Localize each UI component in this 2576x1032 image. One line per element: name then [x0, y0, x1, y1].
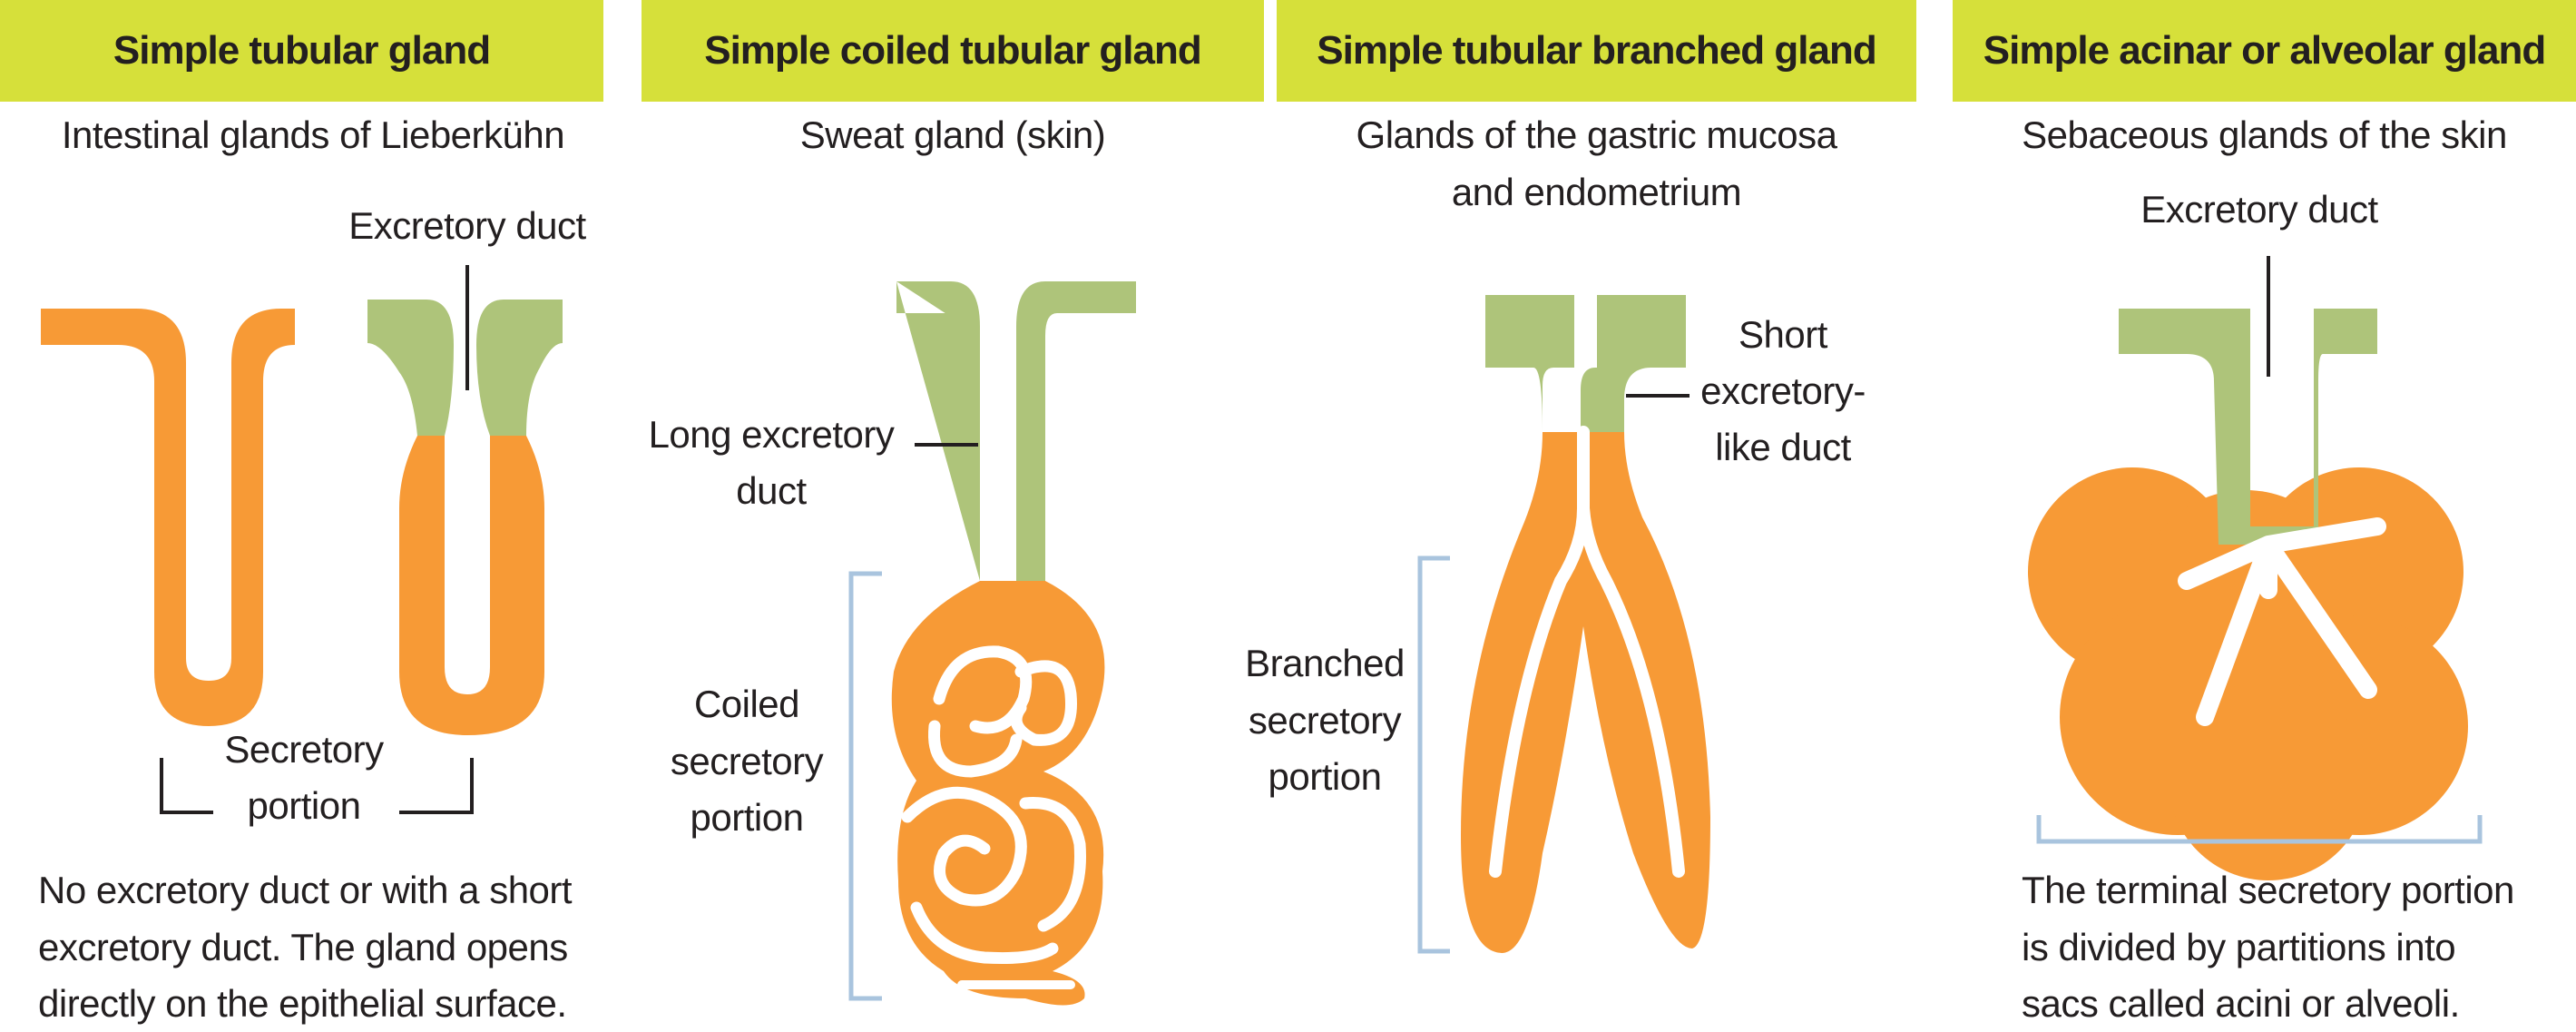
panel-1-title: Simple tubular gland: [0, 0, 603, 102]
branched-lumen: [1489, 426, 1685, 878]
panel-4-description-line-1: The terminal secretory portion: [2022, 869, 2514, 911]
secretory-label-line-1: Secretory: [224, 728, 384, 771]
branched-label-line-1: Branched: [1245, 642, 1405, 684]
panel-3-title: Simple tubular branched gland: [1277, 0, 1916, 102]
panel-1-description-line-2: excretory duct. The gland opens: [38, 926, 568, 968]
panel-2-example: Sweat gland (skin): [799, 113, 1106, 156]
tubular-gland-short-duct-excretory: [367, 300, 563, 436]
short-duct-label-line-2: excretory-: [1700, 369, 1866, 412]
branched-gland-duct: [1485, 295, 1686, 432]
panel-1-example: Intestinal glands of Lieberkühn: [61, 113, 565, 156]
panel-3-example-line-2: and endometrium: [1451, 171, 1742, 213]
panel-2-title: Simple coiled tubular gland: [642, 0, 1264, 102]
panel-1-description-line-3: directly on the epithelial surface.: [38, 982, 567, 1025]
secretory-bracket-1: [160, 758, 213, 814]
acinar-gland-secretory: [2028, 467, 2468, 880]
coiled-label-line-1: Coiled: [693, 683, 800, 725]
short-duct-label-line-1: Short: [1739, 313, 1827, 356]
panel-1-description-line-1: No excretory duct or with a short: [38, 869, 573, 911]
coiled-gland-duct: [896, 281, 1136, 581]
branched-bracket: [1417, 555, 1450, 954]
branched-label-line-3: portion: [1268, 755, 1382, 798]
secretory-bracket-2: [399, 758, 474, 814]
panel-3-example-line-1: Glands of the gastric mucosa: [1356, 113, 1837, 156]
acinar-gland-duct: [2119, 309, 2377, 545]
acinar-partitions: [2178, 517, 2386, 726]
panel-4-description-line-2: is divided by partitions into: [2022, 926, 2456, 968]
long-duct-label-line-1: Long excretory: [648, 413, 895, 456]
panel-4-title: Simple acinar or alveolar gland: [1953, 0, 2576, 102]
panel-4-description-line-3: sacs called acini or alveoli.: [2022, 982, 2460, 1025]
excretory-duct-label-4: Excretory duct: [2140, 188, 2378, 231]
tubular-gland-short-duct-secretory: [399, 436, 544, 735]
secretory-label-line-2: portion: [247, 784, 361, 827]
coiled-secretory-mass: [891, 581, 1105, 1006]
branched-label-line-2: secretory: [1248, 699, 1402, 742]
long-duct-label-line-2: duct: [736, 469, 807, 512]
excretory-duct-label-1: Excretory duct: [348, 204, 586, 247]
panel-4-example: Sebaceous glands of the skin: [2022, 113, 2507, 156]
tubular-gland-no-duct: [41, 309, 295, 726]
coiled-label-line-3: portion: [690, 796, 804, 839]
coiled-label-line-2: secretory: [670, 740, 824, 782]
acinar-bracket: [2036, 815, 2483, 844]
branched-gland-secretory: [1461, 432, 1710, 953]
short-duct-label-line-3: like duct: [1715, 426, 1851, 468]
coiled-bracket: [848, 571, 882, 1001]
